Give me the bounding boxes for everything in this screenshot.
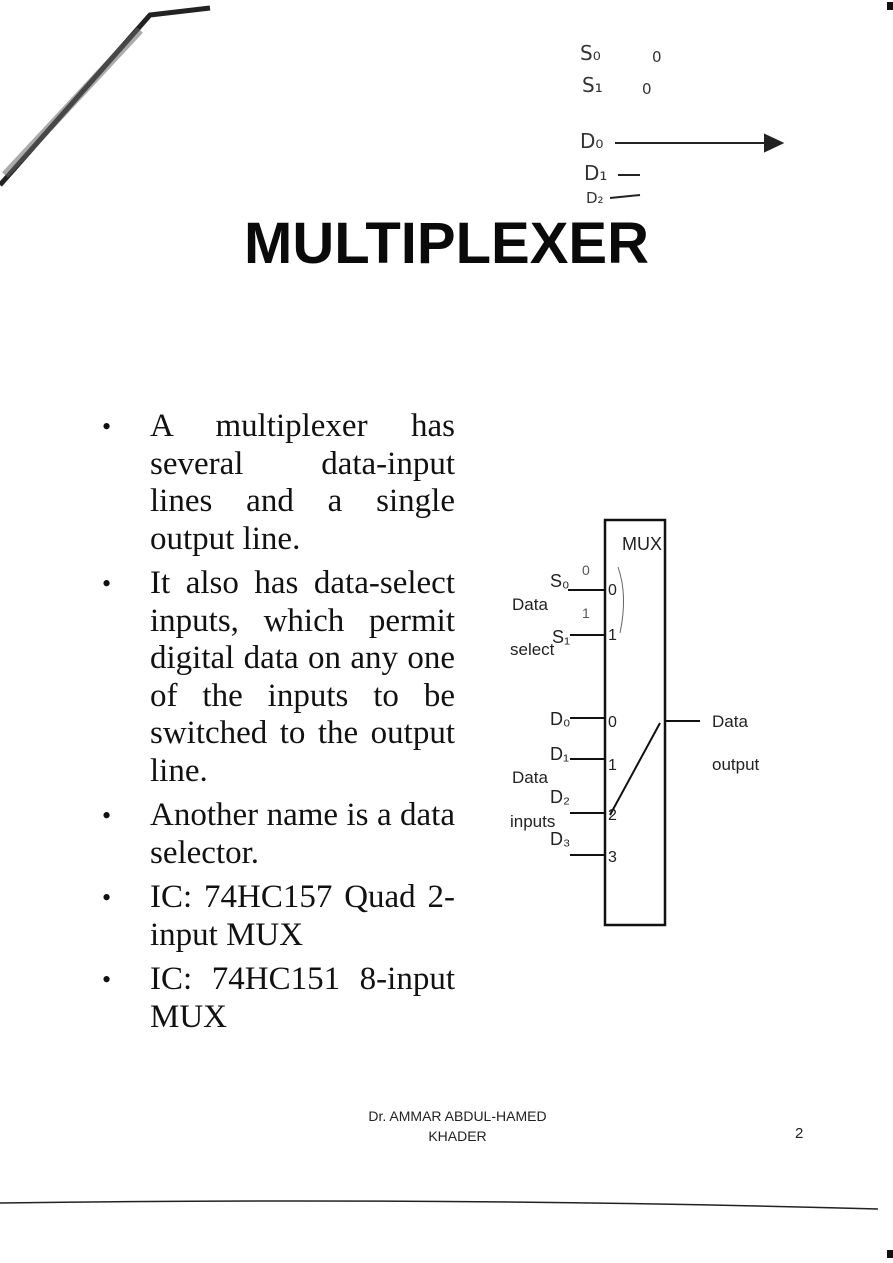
scan-artifact-stroke (0, 5, 211, 187)
data-input-label: D₀ (550, 709, 570, 729)
select-pin-label: 0 (608, 582, 617, 599)
bullet-text: It also has data-select inputs, which pe… (150, 565, 455, 789)
select-annotation: 1 (582, 605, 590, 621)
data-pin-label: 1 (608, 757, 617, 774)
select-group-label-1: Data (512, 595, 548, 614)
bullet-text: IC: 74HC157 Quad 2-input MUX (150, 879, 455, 953)
note-d0: D₀ (580, 129, 603, 153)
footer-divider (0, 1200, 879, 1210)
bullet-item: Another name is a data selector. (100, 797, 455, 872)
bullet-item: IC: 74HC151 8-input MUX (100, 961, 455, 1036)
data-pin-label: 3 (608, 849, 617, 866)
data-input-label: D₁ (550, 744, 569, 764)
data-pin-label: 2 (608, 807, 617, 824)
output-label-1: Data (712, 712, 748, 731)
scan-edge-mark (887, 2, 893, 10)
select-annotation: 0 (582, 562, 590, 578)
select-input-label: S₀ (550, 571, 569, 591)
scan-edge-mark (887, 1250, 893, 1258)
select-brace (617, 566, 625, 634)
mux-block-label: MUX (622, 534, 662, 554)
bullet-list: A multiplexer has several data-input lin… (100, 408, 455, 1043)
data-group-label-2: inputs (510, 812, 555, 831)
data-pin-label: 0 (608, 714, 617, 731)
note-arrow-head (764, 133, 785, 153)
output-label-2: output (712, 755, 760, 774)
bullet-item: IC: 74HC157 Quad 2-input MUX (100, 879, 455, 954)
mux-block (603, 518, 667, 927)
note-s0-value: 0 (652, 48, 662, 66)
bullet-text: Another name is a data selector. (150, 797, 455, 871)
note-s1: S₁ (582, 73, 603, 97)
data-input-label: D₂ (550, 787, 570, 807)
note-d1: D₁ (584, 161, 607, 185)
bullet-item: It also has data-select inputs, which pe… (100, 565, 455, 790)
note-d2: D₂ (586, 189, 604, 207)
data-group-label-1: Data (512, 768, 548, 787)
handwritten-notes: S₀ 0 S₁ 0 D₀ D₁ D₂ (580, 41, 785, 207)
bullet-text: IC: 74HC151 8-input MUX (150, 961, 455, 1035)
bullet-text: A multiplexer has several data-input lin… (150, 408, 455, 557)
select-pin-label: 1 (608, 627, 617, 644)
footer-author: Dr. AMMAR ABDUL-HAMED KHADER (300, 1106, 615, 1146)
select-group-label-2: select (510, 640, 555, 659)
page-number: 2 (795, 1125, 804, 1142)
note-s1-value: 0 (642, 80, 652, 98)
select-input-label: S₁ (552, 627, 570, 647)
bullet-item: A multiplexer has several data-input lin… (100, 408, 455, 558)
page-title: MULTIPLEXER (244, 211, 649, 276)
mux-diagram: MUX Data select S₀ S₁ 0 1 0 1 Data input… (510, 518, 760, 927)
note-s0: S₀ (580, 41, 601, 65)
mux-switch-line (609, 722, 661, 816)
author-line-2: KHADER (428, 1128, 487, 1144)
author-line-1: Dr. AMMAR ABDUL-HAMED (368, 1108, 547, 1124)
data-input-label: D₃ (550, 829, 570, 849)
